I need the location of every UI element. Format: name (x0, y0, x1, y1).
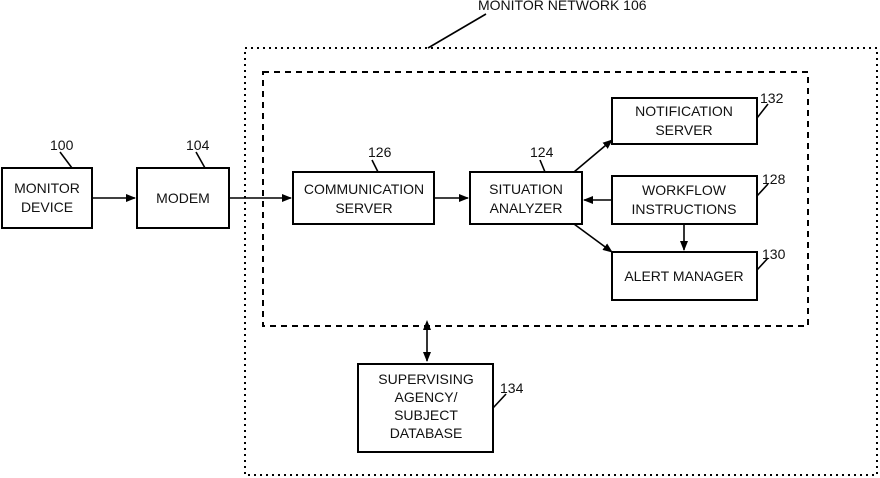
modem-node: MODEM 104 (137, 137, 229, 228)
supervising-database-ref: 134 (500, 380, 524, 396)
alert-manager-node: ALERT MANAGER 130 (612, 246, 786, 300)
communication-server-ref: 126 (368, 144, 392, 160)
situation-analyzer-box (470, 172, 582, 224)
workflow-instructions-label-line1: WORKFLOW (642, 182, 727, 198)
supervising-database-label-line1: SUPERVISING (378, 371, 473, 387)
notification-server-label-line2: SERVER (655, 122, 712, 138)
modem-ref: 104 (186, 137, 210, 153)
monitor-device-node: MONITOR DEVICE 100 (2, 137, 92, 228)
notification-server-ref: 132 (760, 90, 784, 106)
monitor-device-label-line1: MONITOR (14, 180, 80, 196)
situation-analyzer-node: SITUATION ANALYZER 124 (470, 144, 582, 224)
modem-label: MODEM (156, 190, 210, 206)
arrow-situation-to-alert (574, 224, 612, 252)
notification-server-ref-leader (757, 104, 768, 118)
situation-analyzer-label-line1: SITUATION (489, 181, 563, 197)
workflow-instructions-node: WORKFLOW INSTRUCTIONS 128 (612, 171, 786, 224)
monitor-device-ref-leader (60, 152, 72, 168)
arrow-situation-to-notification (574, 140, 612, 172)
communication-server-label-line1: COMMUNICATION (304, 181, 424, 197)
supervising-database-node: SUPERVISING AGENCY/ SUBJECT DATABASE 134 (358, 364, 524, 452)
monitor-device-label-line2: DEVICE (21, 199, 73, 215)
situation-analyzer-ref: 124 (530, 144, 554, 160)
modem-ref-leader (196, 152, 205, 168)
supervising-database-label-line3: SUBJECT (394, 407, 458, 423)
supervising-database-ref-leader (493, 394, 506, 408)
communication-server-ref-leader (372, 160, 378, 172)
workflow-instructions-ref: 128 (762, 171, 786, 187)
notification-server-node: NOTIFICATION SERVER 132 (612, 90, 784, 144)
monitor-network-leader-line (428, 14, 486, 48)
monitor-device-box (2, 168, 92, 228)
notification-server-label-line1: NOTIFICATION (635, 103, 733, 119)
communication-server-node: COMMUNICATION SERVER 126 (293, 144, 434, 224)
supervising-database-label-line4: DATABASE (390, 425, 463, 441)
monitor-network-label: MONITOR NETWORK 106 (478, 0, 647, 13)
supervising-database-label-line2: AGENCY/ (394, 389, 457, 405)
situation-analyzer-label-line2: ANALYZER (490, 200, 563, 216)
alert-manager-label: ALERT MANAGER (624, 268, 743, 284)
alert-manager-ref: 130 (762, 246, 786, 262)
situation-analyzer-ref-leader (540, 160, 545, 172)
workflow-instructions-label-line2: INSTRUCTIONS (632, 201, 737, 217)
monitor-device-ref: 100 (50, 137, 74, 153)
communication-server-label-line2: SERVER (335, 200, 392, 216)
communication-server-box (293, 172, 434, 224)
